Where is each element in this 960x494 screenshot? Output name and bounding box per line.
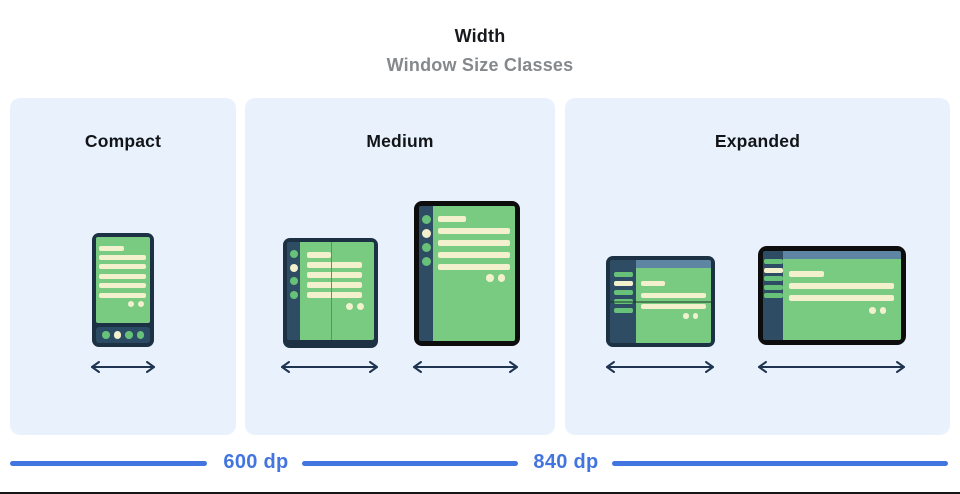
rail-item-icon xyxy=(763,276,783,281)
action-dots xyxy=(438,274,515,282)
breakpoint-600dp-label: 600 dp xyxy=(223,451,289,473)
skeleton-line xyxy=(438,252,510,258)
foldable-screen xyxy=(300,242,374,340)
action-dots xyxy=(641,313,706,319)
skeleton-line xyxy=(641,281,665,286)
skeleton-line xyxy=(99,292,146,298)
action-dots xyxy=(99,300,147,307)
skeleton-line xyxy=(438,240,510,246)
panel-compact-label: Compact xyxy=(84,131,162,151)
fold-crease xyxy=(330,242,332,340)
dot-icon xyxy=(497,274,505,282)
rail-dot-icon xyxy=(289,290,298,299)
panel-compact: Compact xyxy=(10,98,236,435)
nav-dot-icon xyxy=(125,331,133,339)
skeleton-line xyxy=(307,262,362,268)
nav-rail xyxy=(287,242,300,340)
skeleton-line xyxy=(307,292,362,298)
dot-icon xyxy=(486,274,494,282)
breakpoint-840dp-label: 840 dp xyxy=(533,451,599,473)
dot-icon xyxy=(692,313,698,319)
nav-dot-icon xyxy=(113,331,121,339)
phone-screen xyxy=(96,237,150,323)
page-title: Width xyxy=(454,26,506,46)
breakpoint-line-segment xyxy=(612,461,948,466)
panel-expanded: Expanded xyxy=(565,98,950,435)
rail-dot-icon xyxy=(421,229,431,238)
foldable-open-illustration xyxy=(283,238,378,348)
dot-icon xyxy=(357,302,364,310)
panel-medium: Medium xyxy=(245,98,555,435)
dot-icon xyxy=(879,307,886,314)
tablet-screen xyxy=(636,268,711,343)
bottom-border xyxy=(0,492,960,494)
breakpoint-line-segment xyxy=(302,461,518,466)
dot-icon xyxy=(683,313,689,319)
nav-dot-icon xyxy=(136,331,144,339)
skeleton-line xyxy=(307,272,362,278)
skeleton-line xyxy=(307,252,331,258)
nav-rail xyxy=(419,206,433,341)
skeleton-line xyxy=(99,273,146,279)
laptop-screen xyxy=(783,259,901,340)
panel-medium-label: Medium xyxy=(366,131,434,151)
rail-item-icon xyxy=(613,308,633,313)
rail-item-icon xyxy=(613,272,633,277)
tablet-screen xyxy=(433,206,515,341)
page-subtitle: Window Size Classes xyxy=(386,55,574,75)
tablet-portrait-illustration xyxy=(414,201,520,346)
phone-nav-bar xyxy=(96,327,150,343)
rail-dot-icon xyxy=(289,277,298,285)
dot-icon xyxy=(346,302,353,310)
fold-crease xyxy=(609,301,712,303)
rail-dot-icon xyxy=(289,263,298,272)
action-dots xyxy=(307,302,374,310)
dot-icon xyxy=(869,307,876,314)
breakpoint-line-segment xyxy=(10,461,207,466)
rail-item-icon xyxy=(763,259,783,264)
laptop-illustration xyxy=(758,246,906,345)
nav-rail xyxy=(763,251,783,340)
dot-icon xyxy=(138,300,144,307)
panel-expanded-label: Expanded xyxy=(714,131,801,151)
skeleton-line xyxy=(307,282,362,288)
dot-icon xyxy=(128,300,134,307)
action-dots xyxy=(789,307,894,314)
skeleton-line xyxy=(641,293,706,298)
skeleton-line xyxy=(438,228,510,234)
rail-dot-icon xyxy=(421,215,431,224)
tablet-landscape-foldable-illustration xyxy=(606,256,715,347)
width-arrow xyxy=(410,359,521,375)
app-top-bar xyxy=(783,251,901,259)
rail-item-icon xyxy=(763,293,783,298)
width-arrow xyxy=(755,359,908,375)
skeleton-line xyxy=(789,295,894,301)
rail-item-icon xyxy=(613,281,633,286)
skeleton-line xyxy=(99,283,146,289)
rail-item-icon xyxy=(763,267,783,273)
skeleton-line xyxy=(99,246,124,251)
width-arrow xyxy=(603,359,717,375)
rail-dot-icon xyxy=(421,243,431,252)
nav-dot-icon xyxy=(102,331,110,339)
skeleton-line xyxy=(438,216,466,222)
rail-dot-icon xyxy=(421,257,431,266)
width-arrow xyxy=(88,359,158,375)
rail-item-icon xyxy=(763,284,783,290)
rail-item-icon xyxy=(613,290,633,295)
app-top-bar xyxy=(636,260,711,268)
skeleton-line xyxy=(789,271,824,277)
skeleton-line xyxy=(99,264,146,270)
width-arrow xyxy=(278,359,381,375)
skeleton-line xyxy=(438,264,510,270)
skeleton-line xyxy=(99,255,146,260)
phone-portrait-illustration xyxy=(92,233,154,347)
skeleton-line xyxy=(789,283,894,289)
skeleton-line xyxy=(641,304,706,309)
rail-dot-icon xyxy=(289,250,298,258)
